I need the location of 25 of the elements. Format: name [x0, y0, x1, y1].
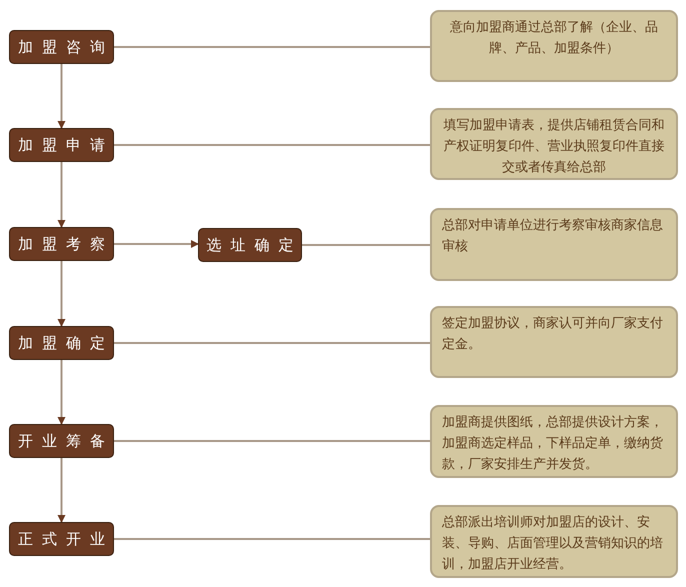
note-box: 签定加盟协议，商家认可并向厂家支付定金。 — [430, 306, 678, 378]
connector-line — [302, 244, 430, 246]
note-box: 意向加盟商通过总部了解（企业、品牌、产品、加盟条件） — [430, 10, 678, 82]
step-box: 开业筹备 — [9, 424, 114, 458]
arrow — [58, 64, 66, 129]
step-box: 加盟考察 — [9, 227, 114, 261]
arrow — [58, 261, 66, 327]
connector-line — [114, 144, 430, 146]
note-box: 填写加盟申请表，提供店铺租赁合同和产权证明复印件、营业执照复印件直接交或者传真给总部 — [430, 108, 678, 180]
step-box: 正式开业 — [9, 522, 114, 556]
note-box: 总部派出培训师对加盟店的设计、安装、导购、店面管理以及营销知识的培训，加盟店开业经营。 — [430, 505, 678, 578]
step-box: 加盟咨询 — [9, 30, 114, 64]
note-box: 总部对申请单位进行考察审核商家信息审核 — [430, 208, 678, 281]
step-box: 选址确定 — [198, 228, 302, 262]
connector-line — [114, 46, 430, 48]
connector-line — [114, 440, 430, 442]
arrow — [58, 360, 66, 425]
arrow — [58, 162, 66, 228]
step-box: 加盟申请 — [9, 128, 114, 162]
connector-line — [114, 538, 430, 540]
note-box: 加盟商提供图纸，总部提供设计方案，加盟商选定样品，下样品定单，缴纳货款，厂家安排生产并发货。 — [430, 405, 678, 478]
step-box: 加盟确定 — [9, 326, 114, 360]
arrow — [58, 458, 66, 523]
connector-line — [114, 342, 430, 344]
arrow — [114, 240, 199, 248]
